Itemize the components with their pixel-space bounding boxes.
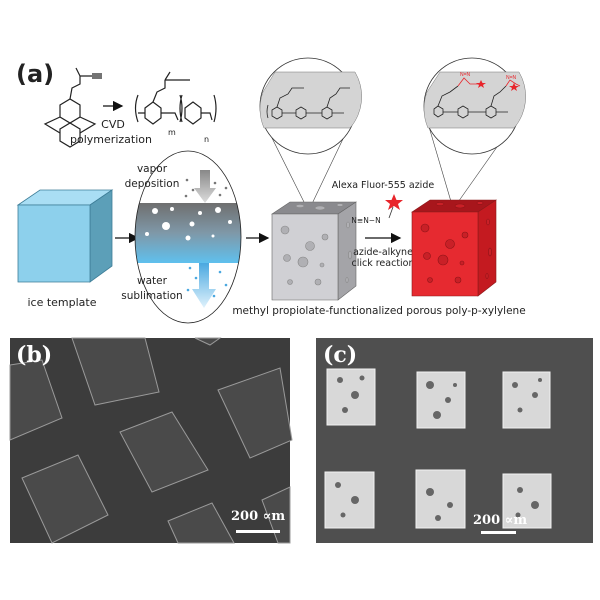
triazole-label: N=N bbox=[460, 72, 471, 78]
porous-cube-image bbox=[502, 371, 551, 429]
star-icon bbox=[476, 80, 486, 88]
sublimation-arrow bbox=[192, 263, 216, 308]
panel-b-scale-bar bbox=[236, 530, 280, 533]
deposition-label: deposition bbox=[125, 178, 180, 190]
porous-cube-image bbox=[502, 473, 552, 529]
magnified-labeled-polymer-circle: N=N N=N bbox=[423, 57, 526, 206]
panel-c-sem-image: (c) 200 ∝m bbox=[316, 338, 593, 543]
panel-c-label: (c) bbox=[323, 342, 357, 368]
porous-cube-image bbox=[324, 471, 375, 529]
labeled-porous-cube bbox=[411, 199, 497, 297]
subscript-n: n bbox=[204, 135, 209, 144]
panel-b-label: (b) bbox=[16, 342, 52, 368]
triazole-label: N=N bbox=[506, 75, 517, 81]
vapor-arrow bbox=[194, 170, 216, 203]
polymerization-label: polymerization bbox=[70, 133, 152, 146]
ice-template-cube bbox=[16, 189, 114, 283]
vapor-label: vapor bbox=[137, 163, 168, 175]
panel-c-scale-label: 200 ∝m bbox=[473, 513, 527, 528]
deposition-ellipse bbox=[134, 150, 242, 324]
dye-label: Alexa Fluor-555 azide bbox=[332, 180, 435, 191]
panel-b-sem-image: (b) 200 ∝m bbox=[9, 337, 293, 544]
monomer-structure bbox=[43, 67, 102, 148]
porous-polymer-cube bbox=[271, 201, 357, 301]
click-label-1: azide-alkyne bbox=[353, 247, 413, 258]
polymer-structure bbox=[134, 71, 217, 125]
water-label: water bbox=[137, 275, 168, 287]
azide-group: N≡N−N bbox=[351, 216, 380, 225]
fluorophore-star-icon bbox=[385, 194, 403, 210]
panel-b-scale-label: 200 ∝m bbox=[231, 509, 285, 524]
panel-c-scale-bar bbox=[481, 531, 516, 534]
linker bbox=[388, 206, 394, 219]
magnified-polymer-circle bbox=[259, 57, 362, 209]
star-icon bbox=[509, 83, 519, 91]
panel-a-label: (a) bbox=[16, 60, 54, 88]
click-label-2: click reaction bbox=[351, 258, 414, 269]
ice-template-label: ice template bbox=[27, 296, 96, 309]
subscript-m: m bbox=[168, 128, 176, 137]
sublimation-label: sublimation bbox=[121, 290, 182, 302]
porous-cube-image bbox=[326, 368, 376, 426]
porous-cube-image bbox=[416, 371, 466, 429]
product-label: methyl propiolate-functionalized porous … bbox=[232, 305, 525, 317]
cvd-label: CVD bbox=[101, 118, 125, 131]
